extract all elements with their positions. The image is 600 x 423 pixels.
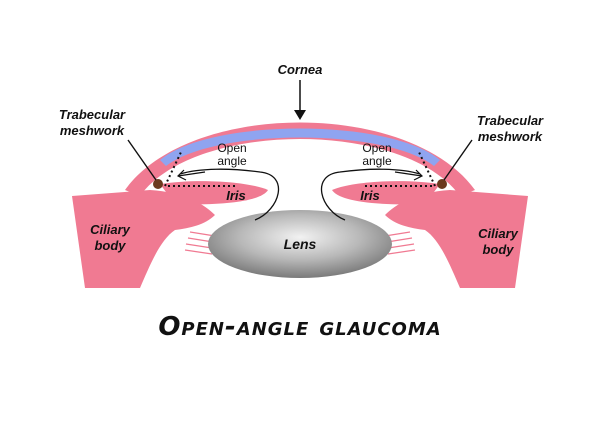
label-cornea: Cornea bbox=[278, 62, 323, 77]
label-ciliary-left-1: Ciliary bbox=[90, 222, 131, 237]
label-trabecular-right-2: meshwork bbox=[478, 129, 543, 144]
iris-left bbox=[160, 181, 268, 205]
diagram-title: Open-angle glaucoma bbox=[158, 312, 442, 342]
label-lens: Lens bbox=[284, 236, 317, 252]
label-ciliary-left-2: body bbox=[94, 238, 126, 253]
label-open-angle-left-2: angle bbox=[217, 154, 247, 168]
label-iris-right: Iris bbox=[360, 188, 380, 203]
label-open-angle-right-2: angle bbox=[362, 154, 392, 168]
eye-diagram: Cornea Trabecular meshwork Trabecular me… bbox=[59, 62, 544, 288]
pointer-trabecular-right bbox=[443, 139, 473, 181]
flow-line-left bbox=[179, 168, 280, 221]
open-angle-arrow-left bbox=[176, 169, 206, 181]
label-ciliary-right-1: Ciliary bbox=[478, 226, 519, 241]
lens bbox=[208, 210, 392, 278]
trabecular-meshwork-left bbox=[153, 179, 163, 189]
cornea-layer bbox=[160, 128, 440, 166]
ciliary-body-right bbox=[385, 190, 528, 288]
drainage-path-right bbox=[365, 149, 437, 187]
open-angle-arrow-right bbox=[394, 169, 424, 181]
pointer-cornea-head bbox=[294, 110, 306, 120]
label-trabecular-left-1: Trabecular bbox=[59, 107, 126, 122]
iris-right bbox=[332, 181, 440, 205]
label-open-angle-right-1: Open bbox=[362, 141, 391, 155]
flow-line-right bbox=[320, 168, 421, 221]
label-ciliary-right-2: body bbox=[482, 242, 514, 257]
label-open-angle-left-1: Open bbox=[217, 141, 246, 155]
drainage-path-left bbox=[163, 149, 235, 187]
pointer-trabecular-left bbox=[127, 139, 157, 181]
ciliary-body-left bbox=[72, 190, 215, 288]
label-iris-left: Iris bbox=[226, 188, 246, 203]
label-trabecular-right-1: Trabecular bbox=[477, 113, 544, 128]
label-trabecular-left-2: meshwork bbox=[60, 123, 125, 138]
trabecular-meshwork-right bbox=[437, 179, 447, 189]
